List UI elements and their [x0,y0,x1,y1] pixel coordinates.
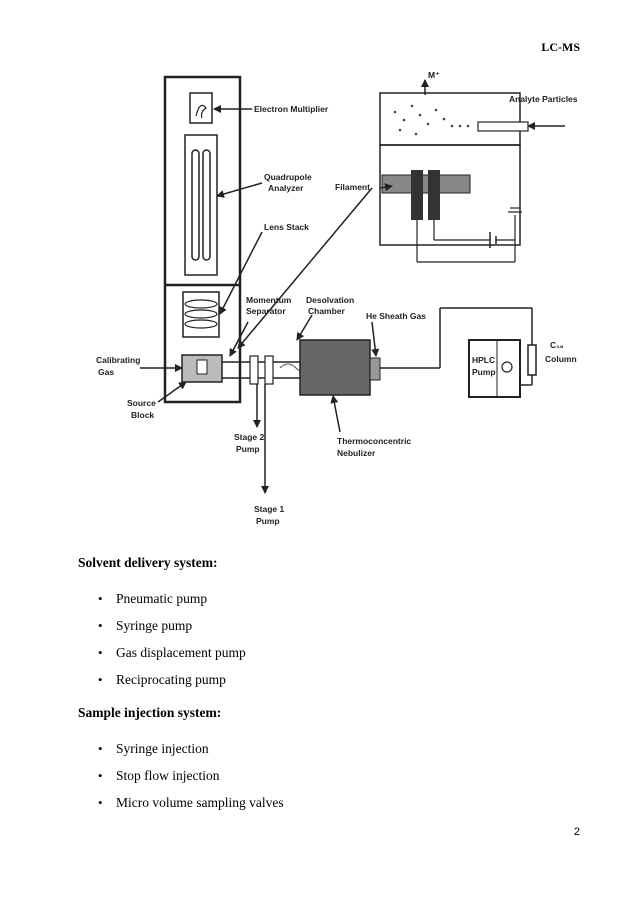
list-item: Reciprocating pump [98,671,246,698]
label-momentum-2: Separator [246,306,286,316]
label-source-1: Source [127,398,156,408]
label-desolvation-1: Desolvation [306,295,354,305]
section-heading-solvent-delivery: Solvent delivery system: [78,555,218,570]
label-calibrating-2: Gas [98,367,114,377]
hplc-pump [468,339,521,398]
label-calibrating-1: Calibrating [96,355,140,365]
lc-ms-diagram-svg: Electron Multiplier Quadrupole Analyzer … [96,70,578,526]
label-thermo-1: Thermoconcentric [337,436,411,446]
label-analyte-particles: Analyte Particles [509,94,578,104]
lens-stack [182,291,220,338]
label-c18-2: Column [545,354,577,364]
label-c18-1: C₁₈ [550,340,564,350]
label-desolvation-2: Chamber [308,306,346,316]
label-m-plus: M⁺ [428,70,440,80]
list-item: Syringe pump [98,617,246,644]
page-number: 2 [573,826,580,838]
label-thermo-2: Nebulizer [337,448,376,458]
electron-multiplier [189,92,213,124]
list-item: Syringe injection [98,740,284,767]
label-he-sheath-gas: He Sheath Gas [366,311,426,321]
label-momentum-1: Momentum [246,295,292,305]
ms-tower [163,75,242,404]
list-item: Gas displacement pump [98,644,246,671]
label-stage1-1: Stage 1 [254,504,285,514]
label-stage1-2: Pump [256,516,280,526]
solvent-delivery-list: Pneumatic pump Syringe pump Gas displace… [98,590,246,698]
list-item: Pneumatic pump [98,590,246,617]
label-electron-multiplier: Electron Multiplier [254,104,329,114]
label-hplc-2: Pump [472,367,496,377]
momentum-separator [249,355,259,385]
c18-column [527,344,537,376]
label-filament: Filament [335,182,370,192]
label-source-2: Block [131,410,154,420]
label-lens-stack: Lens Stack [264,222,309,232]
label-hplc-1: HPLC [472,355,495,365]
label-quadrupole-2: Analyzer [268,183,304,193]
list-item: Stop flow injection [98,767,284,794]
ion-source-inset [379,92,521,146]
label-stage2-1: Stage 2 [234,432,265,442]
label-stage2-2: Pump [236,444,260,454]
section-heading-sample-injection: Sample injection system: [78,705,222,720]
quadrupole-analyzer [184,134,218,276]
label-quadrupole-1: Quadrupole [264,172,312,182]
desolvation-chamber [299,339,371,396]
list-item: Micro volume sampling valves [98,794,284,821]
lc-ms-diagram: Electron Multiplier Quadrupole Analyzer … [96,70,578,526]
sample-injection-list: Syringe injection Stop flow injection Mi… [98,740,284,821]
header-title: LC-MS [541,40,580,54]
